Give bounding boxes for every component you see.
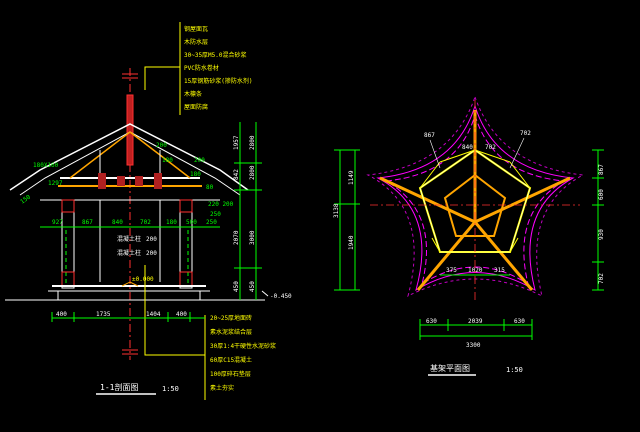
base-dim-2: 1735 xyxy=(96,311,111,318)
callout-r1: 200 xyxy=(156,142,167,149)
ground-level: -0.450 xyxy=(270,293,292,300)
section-scale: 1:50 xyxy=(162,385,179,393)
plan-callout-2: 840 xyxy=(462,144,473,151)
callout-1297: 1297 xyxy=(48,180,63,187)
plan-right-dim-3: 930 xyxy=(598,229,605,240)
note-bottom-2: 素水泥浆结合层 xyxy=(210,328,252,336)
section-view: 钢屋面瓦 木防水层 30~35厚M5.0混合砂浆 PVC防水卷材 15厚钢筋砂浆… xyxy=(5,22,292,400)
base-dim-4: 400 xyxy=(176,311,187,318)
callout-r2: 180 xyxy=(162,157,173,164)
section-title-block: 1-1剖面图 1:50 xyxy=(96,382,179,395)
plan-callout-1: 867 xyxy=(424,132,435,139)
material-notes-bottom: 20~25厚地面砖 素水泥浆结合层 30厚1:4干硬性水泥砂浆 60厚C15混凝… xyxy=(210,314,276,392)
plan-bottom-dim-3: 630 xyxy=(514,318,525,325)
callout-beam-size: 180X160 xyxy=(33,162,59,169)
span-dim-5: 180 xyxy=(166,219,177,226)
callout-r4: 180 xyxy=(190,171,201,178)
height-dim-7: 450 xyxy=(233,281,240,292)
column-label-2: 混凝土柱 xyxy=(117,249,141,257)
plan-title-block: 基架平面图 1:50 xyxy=(428,363,523,376)
span-dim-6: 500 xyxy=(186,219,197,226)
span-dim-1: 927 xyxy=(52,219,63,226)
note-bottom-3: 30厚1:4干硬性水泥砂浆 xyxy=(210,342,276,350)
note-top-3: 30~35厚M5.0混合砂浆 xyxy=(184,51,247,59)
span-dim-7: 250 xyxy=(206,219,217,226)
section-floor xyxy=(5,281,265,301)
callout-r6: 220 200 xyxy=(208,201,234,208)
plan-center-axes xyxy=(370,100,580,300)
section-roof xyxy=(9,123,249,201)
note-top-2: 木防水层 xyxy=(184,38,208,46)
section-span-dimensions: 927 867 840 702 180 500 250 xyxy=(40,219,220,228)
plan-dimension-lines xyxy=(334,149,604,340)
callout-r5: 80 xyxy=(206,184,214,191)
span-dim-4: 702 xyxy=(140,219,151,226)
base-dim-1: 400 xyxy=(56,311,67,318)
note-bottom-5: 100厚碎石垫层 xyxy=(210,370,251,378)
section-columns xyxy=(61,199,193,289)
height-dim-6: 3000 xyxy=(249,230,256,245)
sill-dim-2: 200 xyxy=(146,250,157,257)
sill-dim-1: 200 xyxy=(146,236,157,243)
plan-callout-4: 702 xyxy=(520,130,531,137)
plan-inner-dim-3: 315 xyxy=(494,267,505,274)
plan-right-dimensions: 867 600 930 702 xyxy=(598,164,605,284)
section-center-axis xyxy=(122,68,138,360)
plan-inner-dim-2: 1020 xyxy=(468,267,483,274)
plan-bottom-dimensions: 630 2039 630 3300 xyxy=(426,318,525,349)
span-dim-3: 840 xyxy=(112,219,123,226)
section-height-dimensions: 1957 2800 842 2800 2070 3000 450 450 xyxy=(233,122,262,300)
plan-callout-3: 702 xyxy=(485,144,496,151)
section-column-labels: 混凝土柱 混凝土柱 200 200 ±0.000 -0.450 xyxy=(117,235,292,300)
note-top-5: 15厚钢筋砂浆(掺防水剂) xyxy=(184,77,252,85)
callout-r7: 250 xyxy=(210,211,221,218)
plan-overall-width: 3300 xyxy=(466,342,481,349)
plan-callouts-top: 867 840 702 702 xyxy=(424,130,531,169)
note-top-7: 屋面防腐 xyxy=(184,103,208,111)
section-leaders xyxy=(144,22,206,400)
plan-inner-dimensions: 375 1020 315 xyxy=(446,267,505,274)
plan-view: 867 840 702 702 375 1020 315 630 2039 63… xyxy=(333,95,605,376)
section-base-dimensions: 400 1735 1404 400 xyxy=(51,311,205,322)
span-dim-2: 867 xyxy=(82,219,93,226)
plan-right-dim-1: 867 xyxy=(598,164,605,175)
base-dim-3: 1404 xyxy=(146,311,161,318)
plan-left-dim-3: 1940 xyxy=(348,235,355,250)
height-dim-8: 450 xyxy=(249,281,256,292)
note-top-1: 钢屋面瓦 xyxy=(184,25,208,33)
height-dim-1: 1957 xyxy=(233,135,240,150)
note-bottom-1: 20~25厚地面砖 xyxy=(210,314,252,322)
note-top-6: 木檩条 xyxy=(184,90,202,98)
plan-title: 基架平面图 xyxy=(430,363,470,373)
plan-left-dim-2: 3138 xyxy=(333,203,340,218)
section-title: 1-1剖面图 xyxy=(100,382,138,392)
plan-bottom-dim-1: 630 xyxy=(426,318,437,325)
height-dim-4: 2800 xyxy=(249,165,256,180)
plan-bottom-dim-2: 2039 xyxy=(468,318,483,325)
floor-level: ±0.000 xyxy=(132,276,154,283)
height-dim-5: 2070 xyxy=(233,230,240,245)
plan-left-dim-1: 1149 xyxy=(348,170,355,185)
column-label-1: 混凝土柱 xyxy=(117,235,141,243)
material-notes-top: 钢屋面瓦 木防水层 30~35厚M5.0混合砂浆 PVC防水卷材 15厚钢筋砂浆… xyxy=(184,25,252,111)
section-callouts-right: 200 180 200 180 80 220 200 250 xyxy=(156,142,234,218)
plan-inner-dim-1: 375 xyxy=(446,267,457,274)
plan-scale: 1:50 xyxy=(506,366,523,374)
note-bottom-4: 60厚C15混凝土 xyxy=(210,356,252,364)
plan-right-dim-2: 600 xyxy=(598,189,605,200)
plan-right-dim-4: 702 xyxy=(598,273,605,284)
plan-ridge-frame xyxy=(419,149,531,253)
callout-r3: 200 xyxy=(194,157,205,164)
note-top-4: PVC防水卷材 xyxy=(184,64,219,72)
height-dim-3: 842 xyxy=(233,169,240,180)
plan-left-dimensions: 1149 3138 1940 xyxy=(333,170,355,250)
height-dim-2: 2800 xyxy=(249,135,256,150)
note-bottom-6: 素土夯实 xyxy=(210,384,234,392)
plan-beams xyxy=(379,110,571,291)
